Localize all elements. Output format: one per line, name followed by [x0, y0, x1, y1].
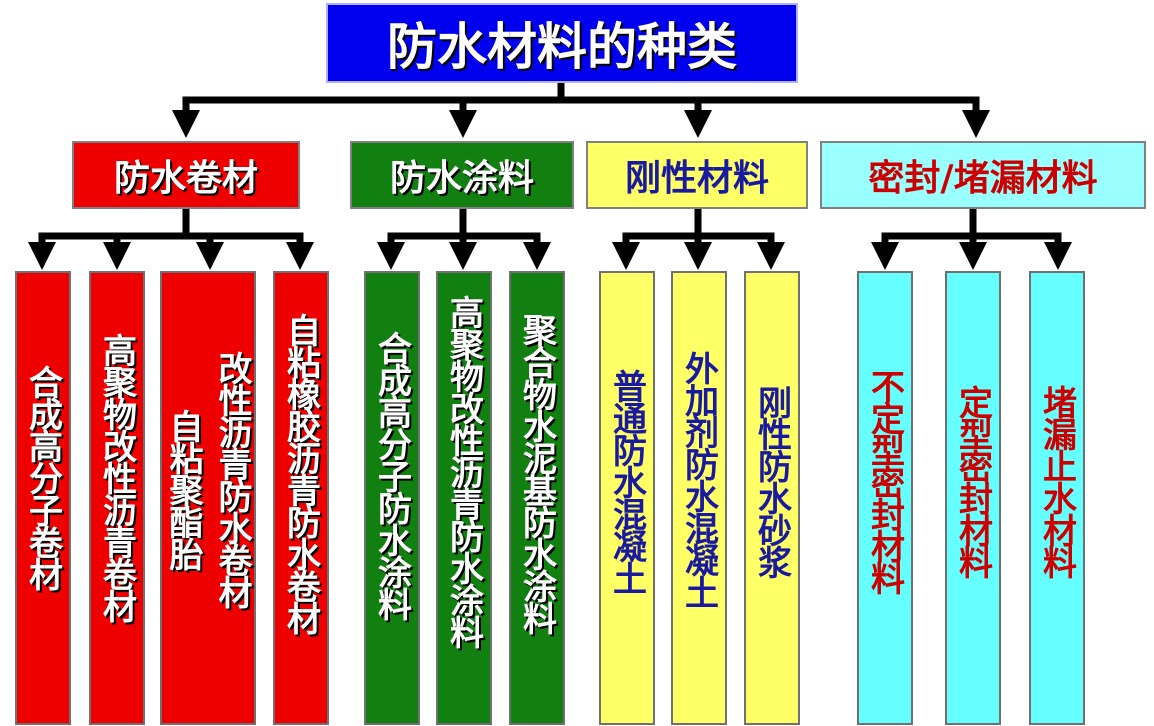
leaf-admixture-waterproof-concrete: 外加剂防水混凝土 [671, 271, 727, 725]
leaf-rigid-waterproof-mortar: 刚性防水砂浆 [744, 271, 800, 725]
category-sealing-material: 密封/堵漏材料 [820, 141, 1146, 209]
leaf-synthetic-polymer-coating: 合成高分子防水涂料 [364, 271, 420, 725]
leaf-shaped-sealing-material: 定型密封材料 [945, 271, 1001, 725]
leaf-unshaped-sealing-material: 不定型密封材料 [857, 271, 913, 725]
leaf-modified-asphalt-membrane: 高聚物改性沥青卷材 [89, 271, 145, 725]
leaf-self-adhesive-rubber-asphalt-membrane: 自粘橡胶沥青防水卷材 [273, 271, 329, 725]
category-rigid-material: 刚性材料 [586, 141, 808, 209]
category-waterproof-membrane: 防水卷材 [72, 141, 300, 209]
leaf-modified-asphalt-coating: 高聚物改性沥青防水涂料 [436, 271, 492, 725]
leaf-synthetic-polymer-membrane: 合成高分子卷材 [15, 271, 71, 725]
diagram-title: 防水材料的种类 [326, 3, 798, 83]
leaf-polymer-cement-coating: 聚合物水泥基防水涂料 [509, 271, 565, 725]
category-waterproof-coating: 防水涂料 [350, 141, 574, 209]
leaf-ordinary-waterproof-concrete: 普通防水混凝土 [599, 271, 655, 725]
leaf-self-adhesive-polyester-membrane: 改性沥青防水卷材 自粘聚酯胎 [160, 271, 256, 725]
leaf-plugging-stop-water-material: 堵漏止水材料 [1029, 271, 1085, 725]
